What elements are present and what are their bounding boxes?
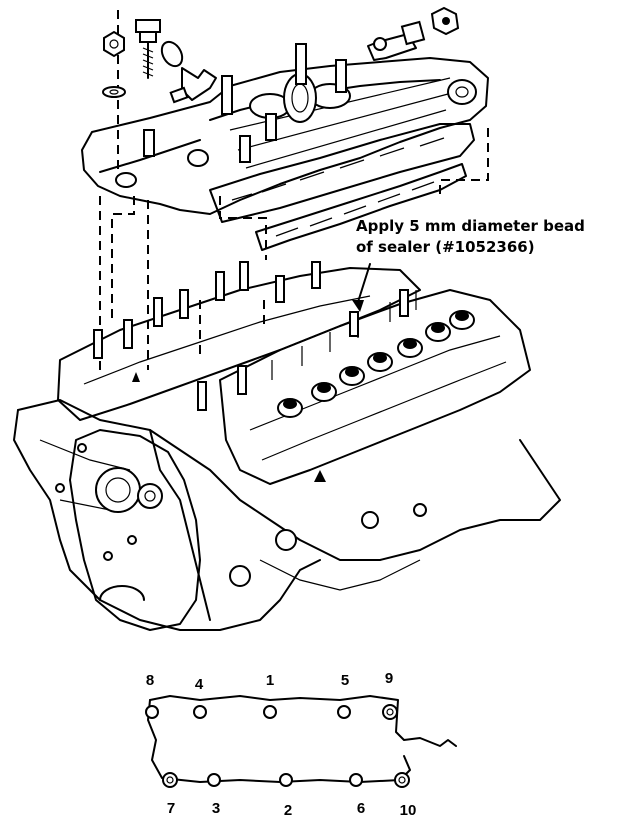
sequence-number: 2: [283, 802, 293, 819]
sequence-number: 5: [340, 672, 350, 689]
sensor-fitting: [367, 6, 460, 61]
torque-sequence-diagram: [145, 695, 457, 788]
bolt-nut-washer-stack: [102, 10, 126, 180]
sealer-callout-leader: [352, 263, 371, 312]
assembly-guide-lines: [99, 128, 489, 370]
sequence-number: 3: [211, 800, 221, 817]
intake-manifold: [81, 43, 489, 215]
engine-block: [13, 267, 561, 631]
valve-springs: [271, 290, 475, 418]
sealer-callout-line2: of sealer (#1052366): [356, 238, 535, 256]
sequence-number: 4: [194, 676, 204, 693]
sealer-callout-line1: Apply 5 mm diameter bead: [356, 217, 585, 235]
sequence-number: 8: [145, 672, 155, 689]
sequence-number: 1: [265, 672, 275, 689]
head-studs: [93, 261, 409, 482]
sealer-callout: Apply 5 mm diameter bead of sealer (#105…: [356, 216, 585, 258]
manifold-gasket: [209, 123, 475, 251]
sequence-number: 7: [166, 800, 176, 817]
manifold-bolt: [135, 19, 161, 79]
sequence-number: 10: [399, 802, 417, 819]
sequence-number: 9: [384, 670, 394, 687]
temperature-sender: [160, 40, 217, 104]
sequence-number: 6: [356, 800, 366, 817]
